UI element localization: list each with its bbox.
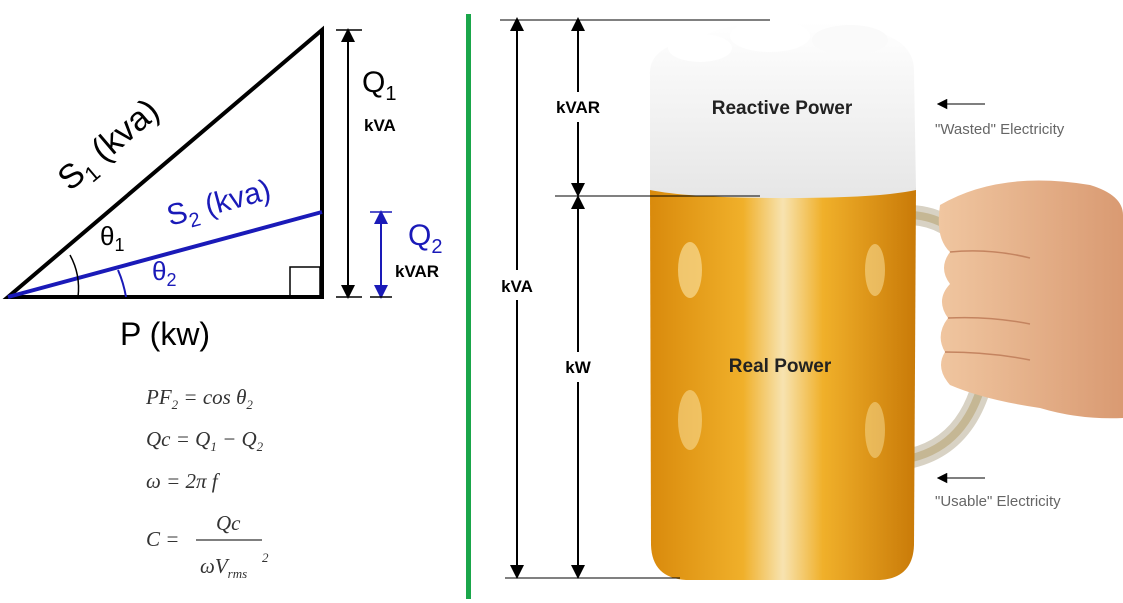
right-angle-marker [289, 266, 321, 298]
wasted-electricity-label: "Wasted" Electricity [935, 121, 1065, 138]
real-power-label: Real Power [729, 356, 832, 377]
q1-unit: kVA [364, 116, 396, 135]
theta1-arc [69, 254, 80, 298]
formula-qc: Qc = Q1 − Q2 [146, 427, 264, 454]
finger-crease [944, 351, 1031, 361]
formulas: PF2 = cos θ2 Qc = Q1 − Q2 ω = 2π f C = Q… [145, 385, 269, 581]
power-triangle: S1 (kva) S2 (kva) θ1 θ2 P (kw) Q1 kVA Q2… [2, 25, 442, 352]
q2-unit: kVAR [395, 262, 439, 281]
hand [938, 180, 1123, 419]
finger-crease [947, 316, 1031, 325]
kva-label: kVA [501, 277, 533, 296]
mug-highlight [865, 402, 885, 458]
foam-bubble [730, 20, 810, 52]
formula-c-exponent: 2 [262, 550, 269, 565]
usable-electricity-label: "Usable" Electricity [935, 493, 1061, 510]
mug-highlight [678, 390, 702, 450]
theta1-label: θ1 [100, 221, 124, 255]
mug-highlight [678, 242, 702, 298]
foam-bubble [812, 25, 888, 55]
green-divider [466, 14, 471, 599]
formula-pf: PF2 = cos θ2 [145, 385, 253, 412]
beer-mug-illustration [649, 20, 1001, 580]
formula-c-denominator: ωVrms [200, 554, 247, 581]
s1-label: S1 (kva) [51, 91, 170, 202]
formula-c-numerator: Qc [216, 511, 241, 535]
kvar-label-bg [548, 92, 610, 122]
formula-c-lhs: C = [146, 527, 179, 551]
kva-label-bg [494, 270, 542, 300]
foam-bubble [668, 34, 732, 62]
q2-label: Q2 [408, 219, 442, 258]
q1-label: Q1 [362, 66, 396, 105]
formula-omega: ω = 2π f [146, 469, 221, 493]
triangle-outline [2, 25, 324, 299]
p-label: P (kw) [120, 316, 210, 352]
mug-foam [649, 21, 916, 199]
mug-dimensions: kVA kVAR kW Reactive Power Real Power "W… [494, 17, 1065, 579]
hand-illustration [938, 180, 1123, 419]
mug-beer [650, 188, 916, 580]
theta2-arc [117, 269, 127, 298]
reactive-power-label: Reactive Power [712, 98, 853, 119]
theta2-label: θ2 [152, 256, 176, 290]
kw-label-bg [558, 352, 598, 382]
mug-highlight [865, 244, 885, 296]
kw-label: kW [565, 358, 591, 377]
kvar-label: kVAR [556, 98, 600, 117]
s2-line [7, 210, 323, 299]
finger-crease [949, 250, 1031, 259]
